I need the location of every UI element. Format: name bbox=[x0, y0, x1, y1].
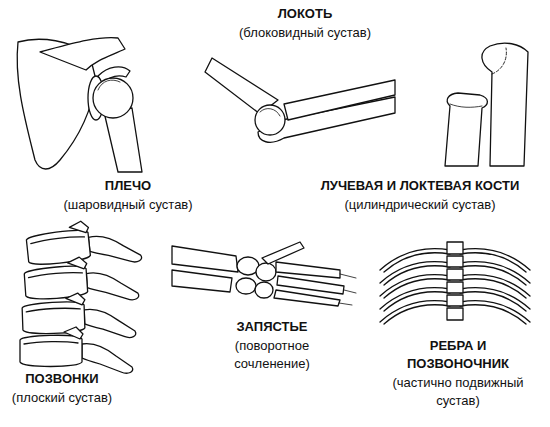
ulna bbox=[482, 43, 528, 166]
finger bbox=[339, 274, 356, 305]
thumb bbox=[262, 242, 304, 264]
ribs-illustration bbox=[380, 242, 530, 324]
carpal bbox=[255, 282, 273, 298]
radial-head bbox=[450, 104, 482, 107]
vertebra bbox=[20, 327, 133, 373]
humeral-head bbox=[93, 78, 133, 118]
metacarpal bbox=[274, 290, 340, 306]
joint-name: ЛОКОТЬ bbox=[185, 5, 425, 23]
carpal bbox=[236, 278, 256, 294]
radius bbox=[172, 246, 238, 272]
trochlea-line bbox=[260, 109, 280, 116]
joint-type: (цилиндрический сустав) bbox=[300, 196, 540, 214]
elbow-illustration bbox=[205, 58, 395, 142]
joint-name: ПОЗВОНКИ bbox=[3, 370, 121, 388]
trochlea bbox=[255, 105, 285, 135]
acromion bbox=[40, 38, 125, 70]
trochlear-notch bbox=[492, 48, 506, 74]
metacarpal bbox=[276, 262, 340, 278]
joint-type: (блоковидный сустав) bbox=[185, 24, 425, 42]
head-shading bbox=[98, 80, 120, 90]
ulna bbox=[172, 270, 232, 292]
joint-type: (поворотное сочленение) bbox=[217, 337, 327, 373]
radius bbox=[284, 80, 395, 120]
joint-name: РЕБРА И ПОЗВОНОЧНИК bbox=[393, 337, 523, 373]
shoulder-illustration bbox=[17, 38, 142, 172]
joint-name: ЛУЧЕВАЯ И ЛОКТЕВАЯ КОСТИ bbox=[300, 177, 540, 195]
wrist-illustration bbox=[172, 242, 356, 306]
radius bbox=[445, 93, 487, 166]
radioulnar-illustration bbox=[445, 43, 528, 166]
carpal bbox=[256, 263, 276, 281]
joint-name: ЗАПЯСТЬЕ bbox=[197, 318, 347, 336]
vertebrae-illustration bbox=[20, 215, 142, 373]
rib bbox=[460, 301, 530, 324]
spine bbox=[447, 242, 463, 320]
joint-type: (частично подвижный сустав) bbox=[383, 374, 533, 410]
joint-type: (плоский сустав) bbox=[3, 389, 121, 407]
rib bbox=[380, 301, 450, 324]
joint-type: (шаровидный сустав) bbox=[13, 196, 243, 214]
joint-name: ПЛЕЧО bbox=[13, 177, 243, 195]
